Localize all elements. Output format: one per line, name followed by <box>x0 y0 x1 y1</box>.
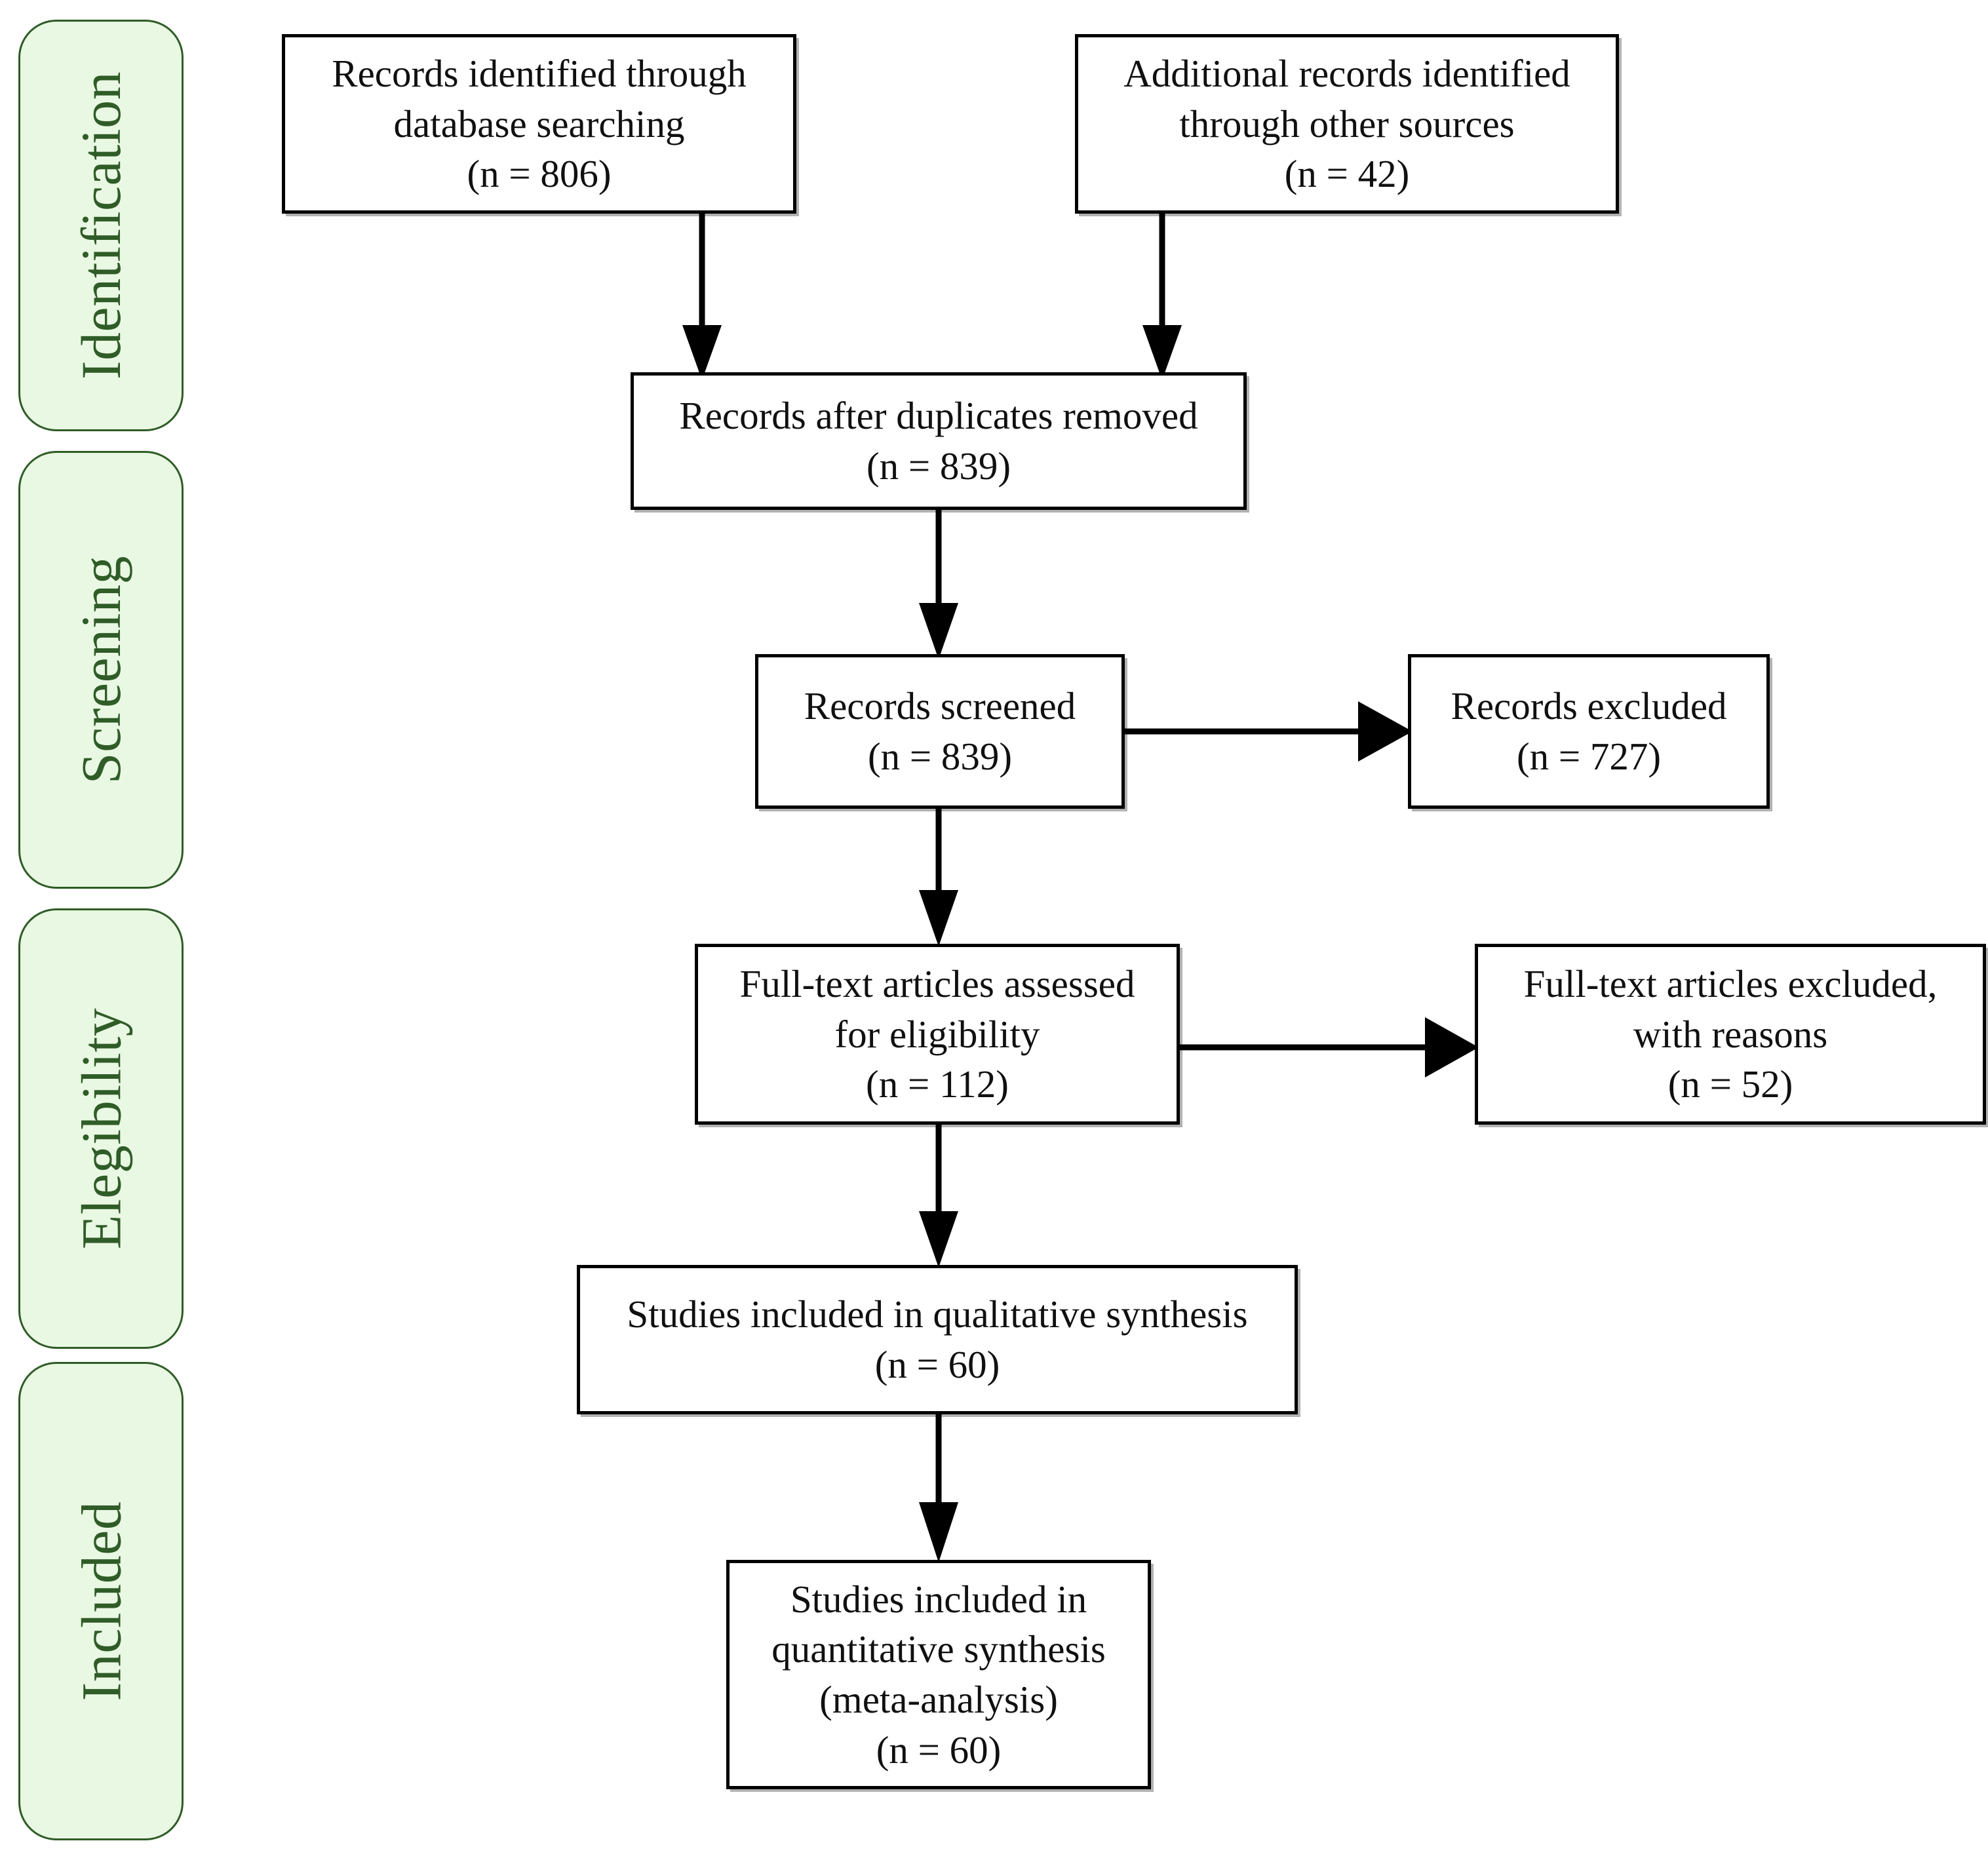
box-records-screened-text: Records screened (n = 839) <box>796 681 1083 781</box>
connector-additional-records-to-duplicates <box>1142 214 1182 380</box>
box-records-after-duplicates-removed: Records after duplicates removed (n = 83… <box>631 372 1247 510</box>
text-line: (n = 112) <box>866 1062 1009 1106</box>
box-records-screened: Records screened (n = 839) <box>755 654 1125 809</box>
text-line: Studies included in qualitative synthesi… <box>627 1292 1248 1336</box>
text-line: (n = 42) <box>1284 152 1410 196</box>
stage-identification-label: Identification <box>69 71 133 380</box>
text-line: Records identified through <box>332 51 747 95</box>
box-qualitative-synthesis-text: Studies included in qualitative synthesi… <box>619 1289 1255 1389</box>
stage-elegibility: Elegibility <box>18 908 184 1349</box>
stage-included-label: Included <box>69 1501 132 1701</box>
text-line: for eligibility <box>834 1012 1040 1056</box>
box-qualitative-synthesis: Studies included in qualitative synthesi… <box>577 1265 1298 1414</box>
box-fulltext-assessed-text: Full-text articles assessed for eligibil… <box>732 959 1143 1110</box>
box-records-after-duplicates-removed-text: Records after duplicates removed (n = 83… <box>671 391 1205 491</box>
text-line: Additional records identified <box>1123 51 1570 95</box>
text-line: (n = 52) <box>1667 1062 1793 1106</box>
text-line: Records after duplicates removed <box>679 394 1198 438</box>
stage-screening-label: Screening <box>69 555 132 785</box>
text-line: quantitative synthesis <box>771 1627 1106 1671</box>
stage-screening: Screening <box>18 451 184 889</box>
text-line: (n = 839) <box>867 735 1013 778</box>
box-records-excluded-text: Records excluded (n = 727) <box>1443 681 1734 781</box>
connector-records-screened-to-fulltext-assessed <box>919 809 958 946</box>
text-line: (n = 60) <box>874 1343 1000 1386</box>
text-line: Full-text articles assessed <box>739 961 1135 1005</box>
box-additional-records-other-sources-text: Additional records identified through ot… <box>1116 48 1578 199</box>
text-line: database searching <box>393 102 685 145</box>
text-line: (n = 839) <box>866 444 1011 488</box>
box-additional-records-other-sources: Additional records identified through ot… <box>1075 34 1619 214</box>
connector-records-screened-to-records-excluded <box>1125 701 1413 762</box>
text-line: (n = 60) <box>876 1728 1002 1772</box>
text-line: Records screened <box>804 684 1076 728</box>
connector-qualitative-to-quantitative <box>919 1414 958 1562</box>
connector-duplicates-to-records-screened <box>919 510 958 659</box>
box-fulltext-excluded-text: Full-text articles excluded, with reason… <box>1516 959 1945 1110</box>
box-quantitative-synthesis: Studies included in quantitative synthes… <box>726 1560 1151 1789</box>
connector-fulltext-assessed-to-qualitative <box>919 1125 958 1268</box>
box-records-excluded: Records excluded (n = 727) <box>1408 654 1770 809</box>
text-line: Records excluded <box>1451 684 1727 728</box>
box-fulltext-excluded: Full-text articles excluded, with reason… <box>1475 944 1986 1125</box>
stage-identification: Identification <box>18 20 184 431</box>
text-line: (meta-analysis) <box>819 1678 1058 1721</box>
connector-fulltext-assessed-to-fulltext-excluded <box>1180 1017 1479 1077</box>
box-quantitative-synthesis-text: Studies included in quantitative synthes… <box>764 1574 1114 1775</box>
box-records-identified-database-text: Records identified through database sear… <box>324 48 754 199</box>
stage-elegibility-label: Elegibility <box>69 1007 133 1250</box>
stage-included: Included <box>18 1362 184 1840</box>
text-line: (n = 806) <box>467 152 612 196</box>
connector-records-identified-to-duplicates <box>682 214 722 380</box>
text-line: with reasons <box>1633 1012 1828 1056</box>
text-line: through other sources <box>1179 102 1515 145</box>
text-line: (n = 727) <box>1516 735 1662 778</box>
text-line: Full-text articles excluded, <box>1523 961 1938 1005</box>
box-records-identified-database: Records identified through database sear… <box>282 34 796 214</box>
box-fulltext-assessed: Full-text articles assessed for eligibil… <box>695 944 1180 1125</box>
text-line: Studies included in <box>790 1577 1087 1621</box>
